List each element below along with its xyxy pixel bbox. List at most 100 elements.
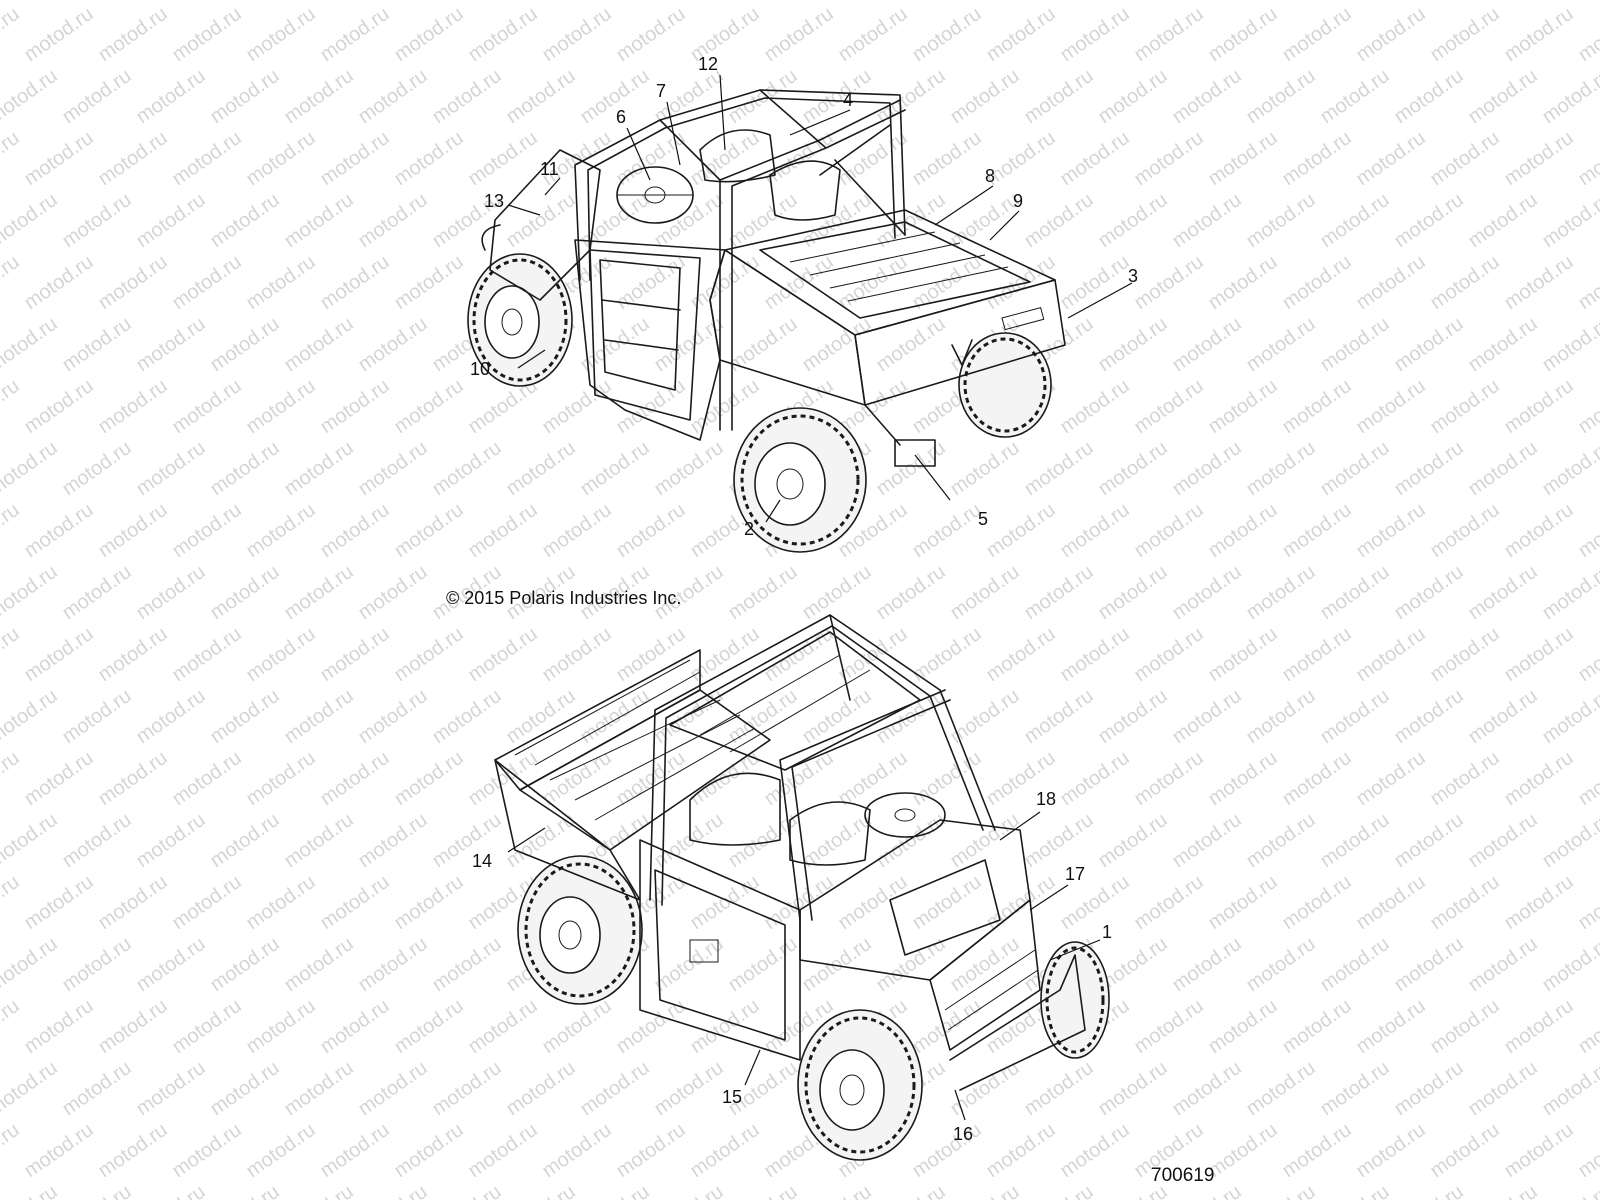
watermark-text: motod.ru	[1020, 437, 1097, 500]
watermark-text: motod.ru	[1500, 375, 1577, 438]
watermark-text: motod.ru	[464, 499, 541, 562]
watermark-text: motod.ru	[1500, 499, 1577, 562]
watermark-text: motod.ru	[168, 623, 245, 686]
watermark-text: motod.ru	[1464, 1057, 1541, 1120]
watermark-text: motod.ru	[1390, 65, 1467, 128]
watermark-text: motod.ru	[132, 65, 209, 128]
watermark-text: motod.ru	[1094, 809, 1171, 872]
watermark-text: motod.ru	[464, 623, 541, 686]
watermark-text: motod.ru	[1242, 685, 1319, 748]
watermark-text: motod.ru	[1130, 251, 1207, 314]
watermark-text: motod.ru	[20, 375, 97, 438]
watermark-text: motod.ru	[94, 375, 171, 438]
watermark-text: motod.ru	[354, 561, 431, 624]
watermark-text: motod.ru	[316, 3, 393, 66]
watermark-text: motod.ru	[0, 437, 62, 500]
watermark-text: motod.ru	[1538, 437, 1600, 500]
watermark-text: motod.ru	[686, 375, 763, 438]
watermark-text: motod.ru	[1168, 809, 1245, 872]
callout-10: 10	[470, 359, 490, 379]
callout-15: 15	[722, 1087, 742, 1107]
watermark-text: motod.ru	[1316, 685, 1393, 748]
callout-9: 9	[1013, 191, 1023, 211]
watermark-text: motod.ru	[1464, 0, 1541, 4]
watermark-text: motod.ru	[908, 127, 985, 190]
watermark-text: motod.ru	[1538, 809, 1600, 872]
watermark-text: motod.ru	[982, 3, 1059, 66]
watermark-text: motod.ru	[20, 871, 97, 934]
watermark-text: motod.ru	[132, 809, 209, 872]
watermark-text: motod.ru	[650, 313, 727, 376]
watermark-text: motod.ru	[1574, 499, 1600, 562]
watermark-text: motod.ru	[1094, 65, 1171, 128]
watermark-text: motod.ru	[242, 747, 319, 810]
watermark-text: motod.ru	[502, 189, 579, 252]
watermark-text: motod.ru	[0, 313, 62, 376]
watermark-text: motod.ru	[1538, 933, 1600, 996]
watermark-text: motod.ru	[946, 189, 1023, 252]
watermark-text: motod.ru	[0, 127, 24, 190]
watermark-text: motod.ru	[724, 933, 801, 996]
watermark-text: motod.ru	[1538, 685, 1600, 748]
watermark-text: motod.ru	[94, 871, 171, 934]
watermark-text: motod.ru	[1168, 1057, 1245, 1120]
watermark-text: motod.ru	[280, 65, 357, 128]
watermark-text: motod.ru	[1242, 809, 1319, 872]
watermark-text: motod.ru	[206, 313, 283, 376]
watermark-text: motod.ru	[1426, 871, 1503, 934]
tire-rear-left-b	[517, 855, 643, 1005]
watermark-text: motod.ru	[390, 3, 467, 66]
watermark-text: motod.ru	[946, 65, 1023, 128]
watermark-text: motod.ru	[1464, 561, 1541, 624]
watermark-text: motod.ru	[1168, 0, 1245, 4]
watermark-text: motod.ru	[0, 685, 62, 748]
watermark-text: motod.ru	[798, 561, 875, 624]
watermark-text: motod.ru	[1056, 623, 1133, 686]
watermark-text: motod.ru	[354, 809, 431, 872]
watermark-text: motod.ru	[428, 0, 505, 4]
watermark-text: motod.ru	[1426, 3, 1503, 66]
watermark-text: motod.ru	[168, 3, 245, 66]
callout-12: 12	[698, 54, 718, 74]
watermark-text: motod.ru	[1020, 561, 1097, 624]
watermark-text: motod.ru	[280, 313, 357, 376]
watermark-text: motod.ru	[390, 623, 467, 686]
watermark-text: motod.ru	[206, 561, 283, 624]
callout-18: 18	[1036, 789, 1056, 809]
watermark-text: motod.ru	[1278, 251, 1355, 314]
watermark-text: motod.ru	[1278, 499, 1355, 562]
watermark-text: motod.ru	[1278, 375, 1355, 438]
watermark-text: motod.ru	[20, 623, 97, 686]
watermark-text: motod.ru	[94, 127, 171, 190]
watermark-text: motod.ru	[1168, 437, 1245, 500]
watermark-text: motod.ru	[538, 1119, 615, 1182]
watermark-text: motod.ru	[686, 995, 763, 1058]
watermark-text: motod.ru	[1574, 1119, 1600, 1182]
watermark-text: motod.ru	[132, 313, 209, 376]
watermark-text: motod.ru	[0, 499, 24, 562]
watermark-text: motod.ru	[280, 1181, 357, 1200]
watermark-text: motod.ru	[206, 933, 283, 996]
watermark-text: motod.ru	[872, 561, 949, 624]
watermark-text: motod.ru	[538, 375, 615, 438]
watermark-text: motod.ru	[1390, 189, 1467, 252]
watermark-text: motod.ru	[20, 251, 97, 314]
callout-13: 13	[484, 191, 504, 211]
watermark-text: motod.ru	[242, 375, 319, 438]
watermark-text: motod.ru	[834, 251, 911, 314]
watermark-text: motod.ru	[1352, 995, 1429, 1058]
watermark-text: motod.ru	[1500, 3, 1577, 66]
watermark-text: motod.ru	[1574, 3, 1600, 66]
watermark-text: motod.ru	[1500, 623, 1577, 686]
watermark-text: motod.ru	[1464, 65, 1541, 128]
watermark-text: motod.ru	[428, 1057, 505, 1120]
watermark-text: motod.ru	[872, 437, 949, 500]
watermark-text: motod.ru	[390, 127, 467, 190]
watermark-text: motod.ru	[1538, 1181, 1600, 1200]
watermark-text: motod.ru	[1204, 1119, 1281, 1182]
watermark-text: motod.ru	[94, 251, 171, 314]
watermark-text: motod.ru	[242, 1119, 319, 1182]
watermark-text: motod.ru	[1130, 499, 1207, 562]
watermark-text: motod.ru	[872, 1181, 949, 1200]
watermark-text: motod.ru	[1390, 437, 1467, 500]
